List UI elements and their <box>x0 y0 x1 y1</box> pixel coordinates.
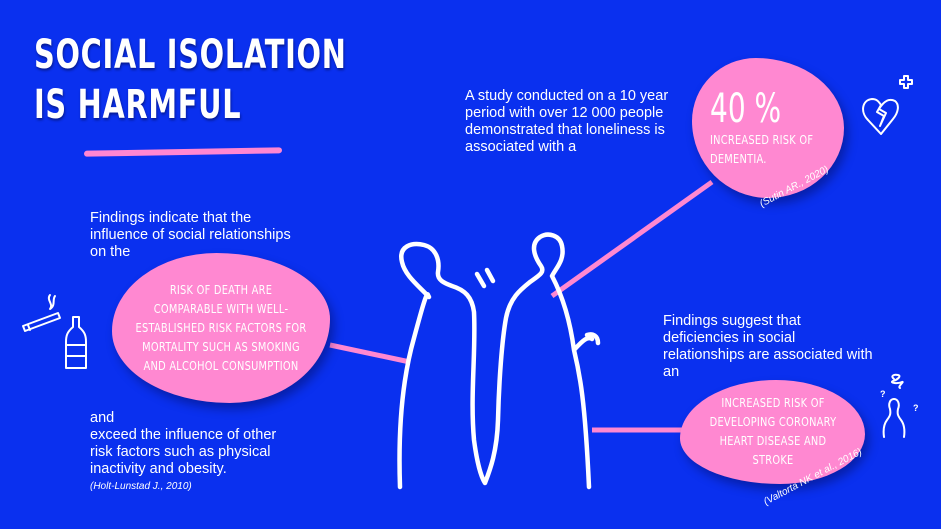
page-title: SOCIAL ISOLATION IS HARMFUL <box>34 30 347 130</box>
left-outro-and: and <box>90 410 115 426</box>
coronary-intro-text: Findings suggest that deficiencies in so… <box>663 313 873 380</box>
dementia-stat: 40 % <box>710 86 782 132</box>
left-outro-text: exceed the influence of other risk facto… <box>90 427 277 477</box>
left-intro-text: Findings indicate that the influence of … <box>90 210 291 260</box>
dementia-text: Increased risk of dementia. <box>710 133 814 166</box>
svg-text:?: ? <box>913 403 919 413</box>
coronary-risk-bubble: Increased risk of developing coronary he… <box>680 380 865 484</box>
mortality-risk-text: Risk of death are comparable with well-e… <box>135 282 307 373</box>
mortality-risk-bubble: Risk of death are comparable with well-e… <box>112 253 330 403</box>
title-line-1: SOCIAL ISOLATION <box>34 32 347 78</box>
dementia-bubble: 40 % Increased risk of dementia. <box>692 58 844 198</box>
dementia-intro-text: A study conducted on a 10 year period wi… <box>465 88 669 155</box>
coronary-risk-text: Increased risk of developing coronary he… <box>709 396 836 467</box>
title-line-2: IS HARMFUL <box>34 82 242 128</box>
svg-text:?: ? <box>880 389 886 399</box>
left-citation: (Holt-Lunstad J., 2010) <box>90 481 192 492</box>
